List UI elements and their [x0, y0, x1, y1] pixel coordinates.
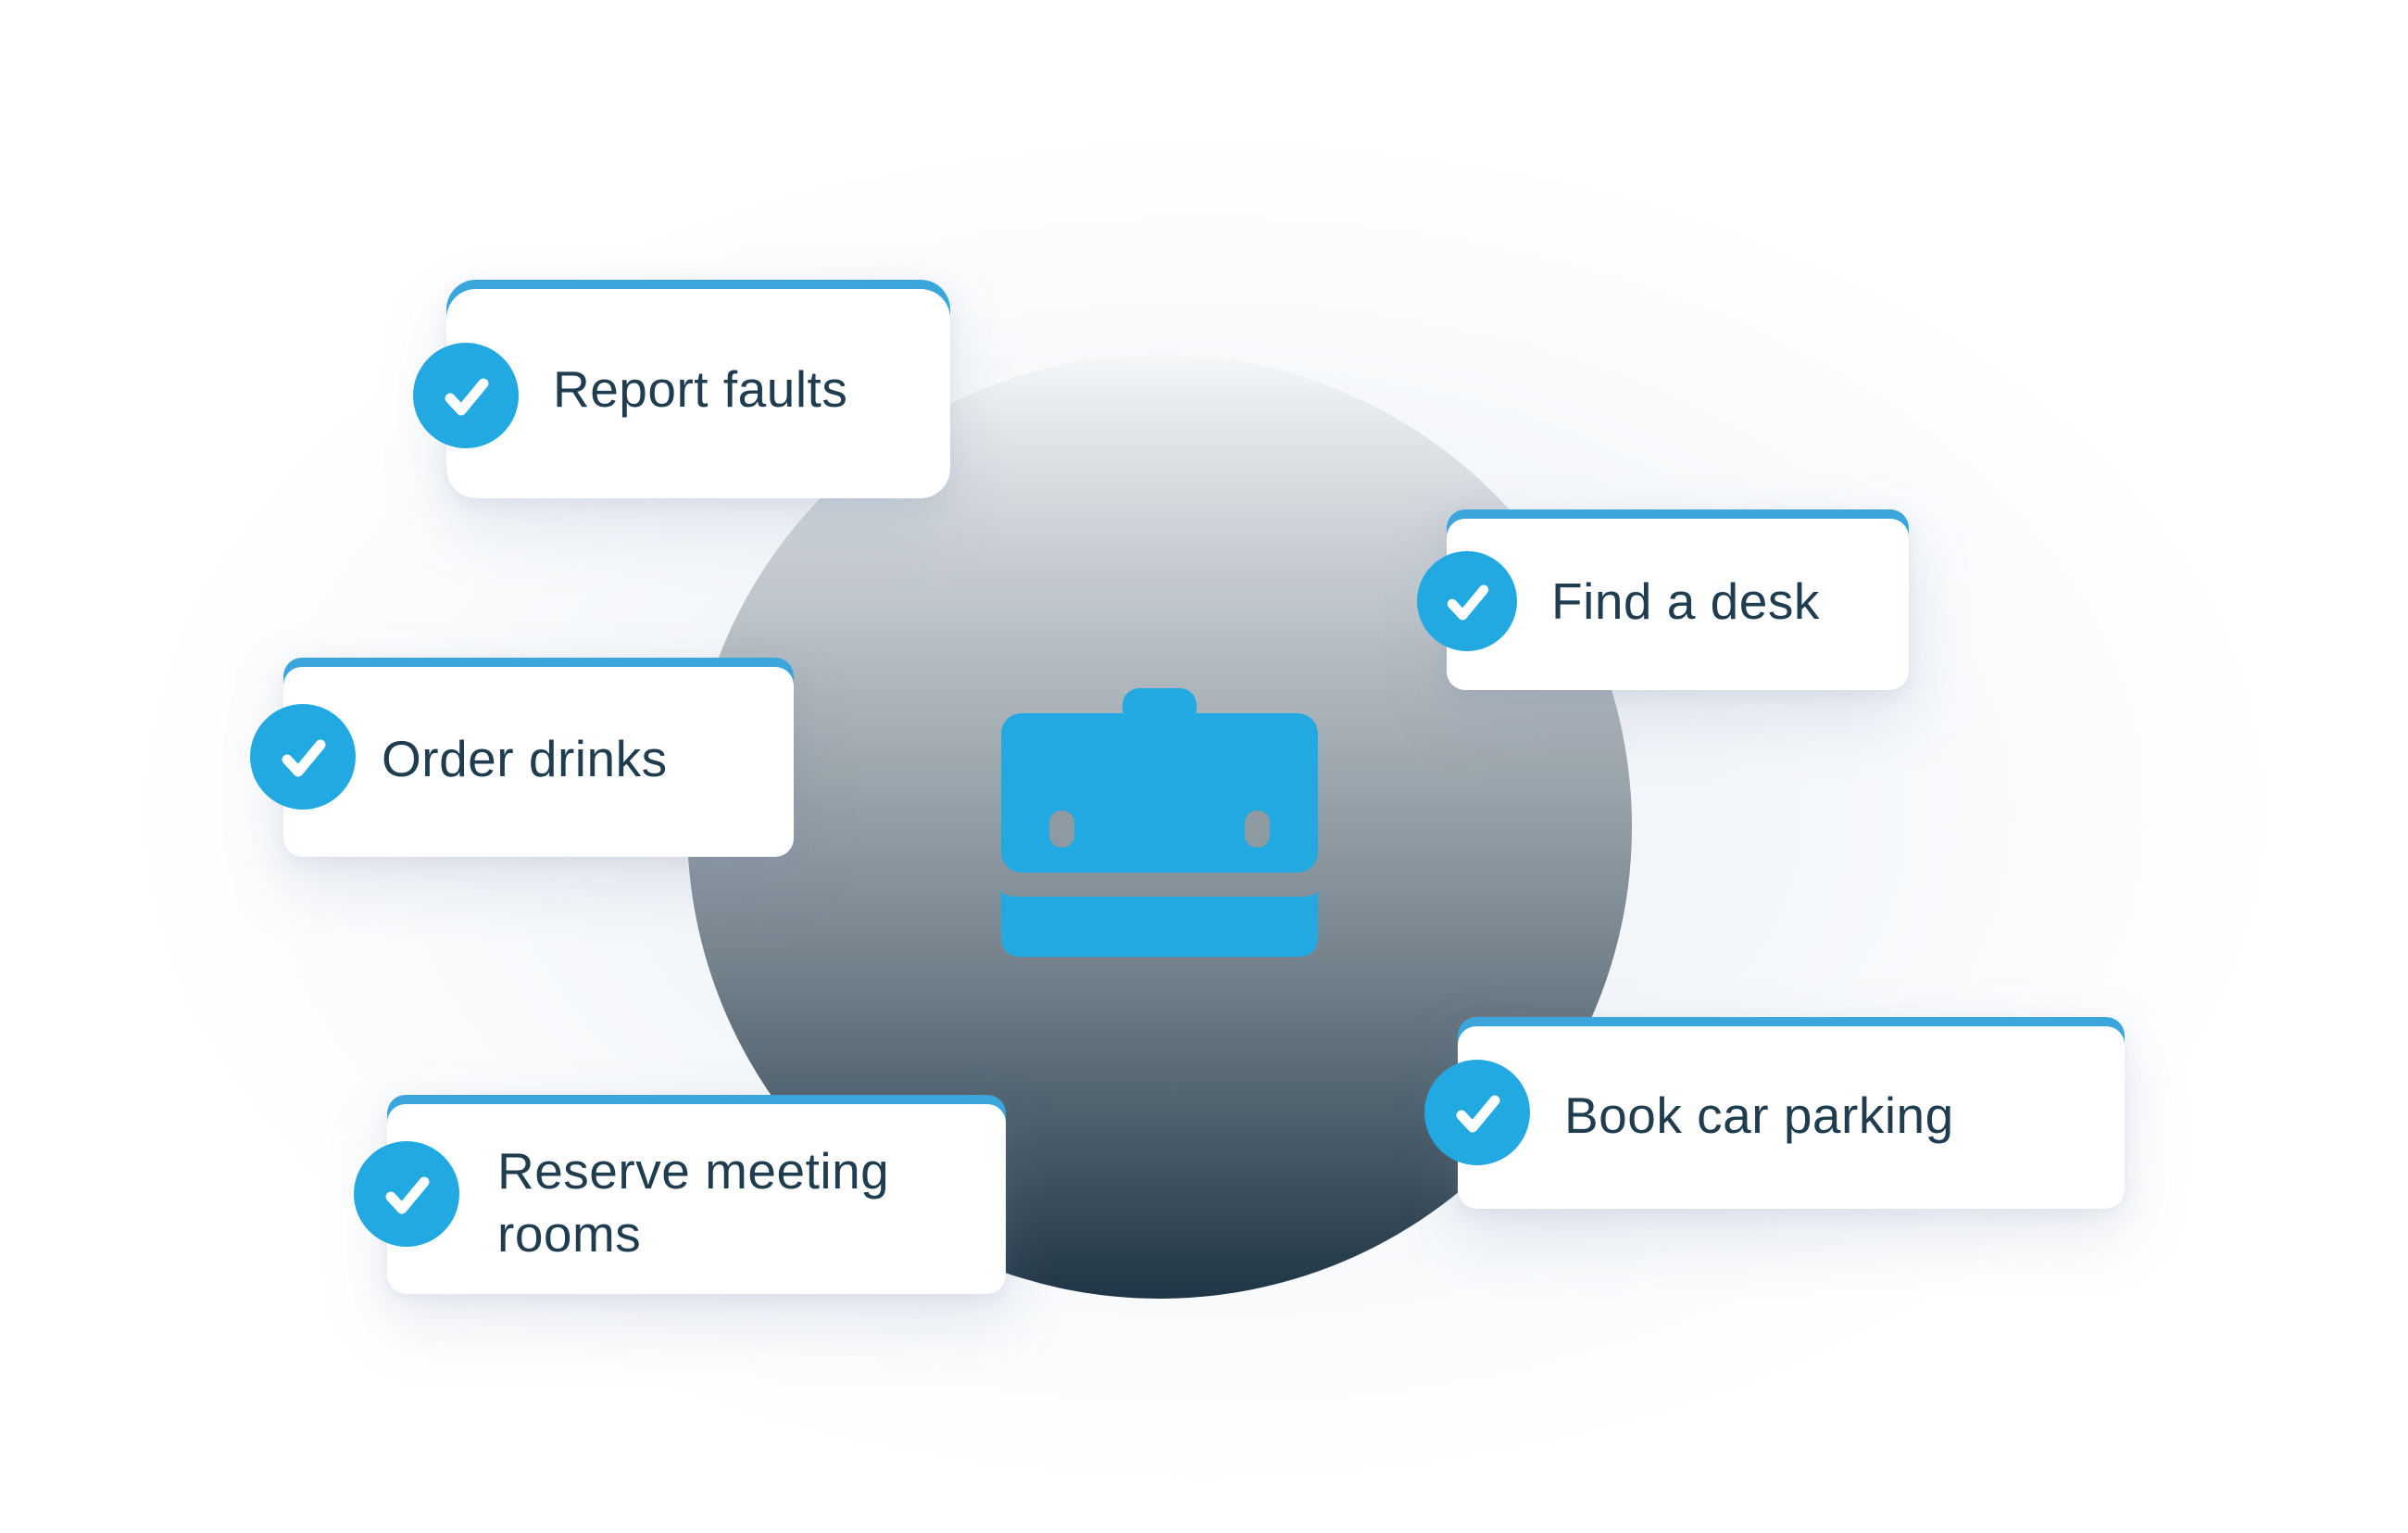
check-badge-find-a-desk: [1417, 551, 1517, 651]
check-icon: [1456, 1095, 1500, 1133]
check-icon: [445, 378, 489, 416]
check-badge-reserve-meeting-rooms: [354, 1141, 459, 1247]
feature-card-report-faults: [446, 280, 950, 498]
check-icon: [1447, 584, 1489, 621]
feature-label-reserve-meeting-rooms-line1: Reserve meeting: [497, 1142, 890, 1200]
feature-card-find-a-desk: [1447, 509, 1909, 690]
feature-label-reserve-meeting-rooms-line2: rooms: [497, 1205, 642, 1263]
feature-card-reserve-meeting-rooms: [387, 1095, 1006, 1294]
feature-label-order-drinks: Order drinks: [382, 730, 668, 787]
check-badge-report-faults: [413, 343, 519, 448]
feature-label-book-car-parking: Book car parking: [1564, 1087, 1954, 1144]
check-badge-book-car-parking: [1424, 1060, 1530, 1165]
check-badge-order-drinks: [250, 704, 356, 810]
feature-card-book-car-parking: [1458, 1017, 2125, 1209]
feature-label-report-faults: Report faults: [553, 360, 848, 418]
feature-label-find-a-desk: Find a desk: [1551, 572, 1820, 630]
check-icon: [282, 739, 326, 777]
check-icon: [385, 1176, 430, 1214]
feature-card-order-drinks: [283, 658, 794, 857]
briefcase-icon: [1001, 688, 1318, 957]
